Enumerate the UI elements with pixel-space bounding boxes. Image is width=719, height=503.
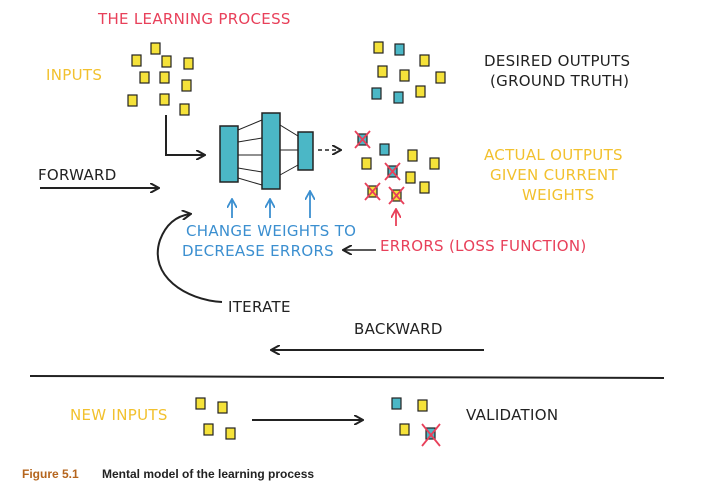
figure-caption: Mental model of the learning process (102, 467, 314, 481)
ground-truth-label: (GROUND TRUTH) (490, 72, 629, 90)
iterate-loop (156, 214, 223, 303)
backward-label: BACKWARD (354, 320, 443, 338)
validation-error-mark (421, 423, 441, 447)
desired-outputs-label: DESIRED OUTPUTS (484, 52, 630, 70)
inputs-connector (165, 115, 204, 155)
update-arrows (232, 192, 310, 218)
actual-outputs-label: ACTUAL OUTPUTS (484, 146, 623, 164)
network-layer (261, 112, 281, 190)
forward-label: FORWARD (38, 166, 117, 184)
inputs-label: INPUTS (46, 66, 102, 84)
validation-label: VALIDATION (466, 406, 558, 424)
iterate-label: ITERATE (228, 298, 291, 316)
new-input-notes (195, 397, 236, 440)
network-layer (219, 125, 239, 183)
weights-label: WEIGHTS (522, 186, 594, 204)
decrease-errors-label: DECREASE ERRORS (182, 242, 334, 260)
desired-output-notes (371, 41, 446, 104)
input-notes (127, 42, 194, 116)
given-current-label: GIVEN CURRENT (490, 166, 618, 184)
figure-number: Figure 5.1 (22, 467, 79, 481)
diagram-title: THE LEARNING PROCESS (97, 10, 291, 28)
change-weights-label: CHANGE WEIGHTS TO (186, 222, 356, 240)
new-inputs-label: NEW INPUTS (70, 406, 168, 424)
network-layer (297, 131, 314, 171)
error-marks (354, 130, 405, 205)
divider-line (29, 375, 665, 379)
actual-output-notes (357, 133, 440, 202)
errors-label: ERRORS (LOSS FUNCTION) (380, 237, 587, 255)
neural-network (219, 112, 314, 190)
